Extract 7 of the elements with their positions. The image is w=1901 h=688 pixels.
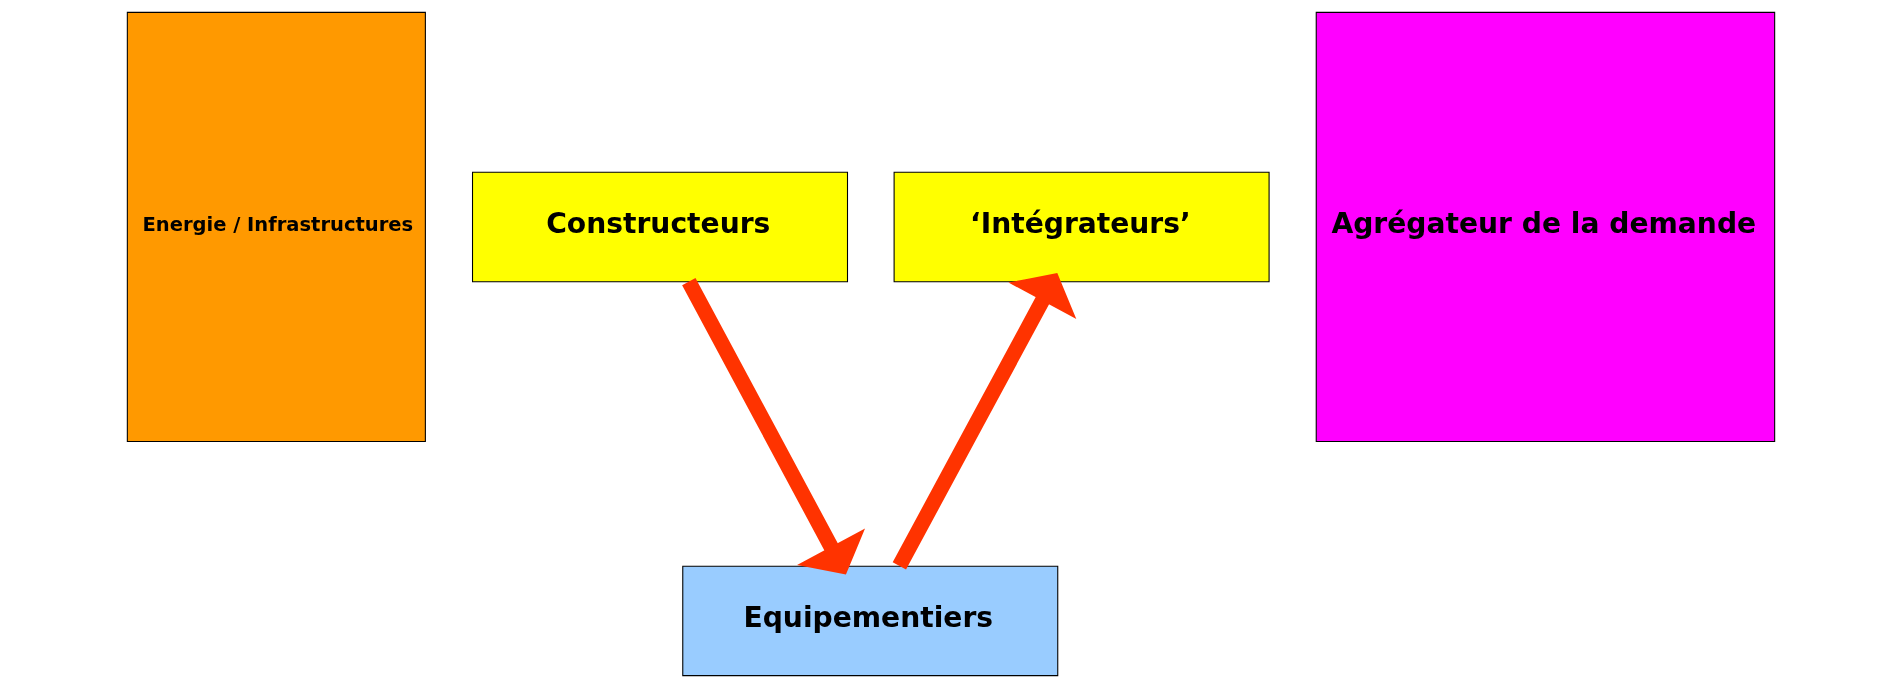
node-box: Equipementiers [681,565,1058,677]
arrow [681,278,865,575]
node-box: Agrégateur de la demande [1315,11,1775,443]
arrow [892,273,1076,570]
node-box: Energie / Infrastructures [126,11,426,443]
node-box: ‘Intégrateurs’ [893,171,1270,283]
node-box: Constructeurs [471,171,848,283]
